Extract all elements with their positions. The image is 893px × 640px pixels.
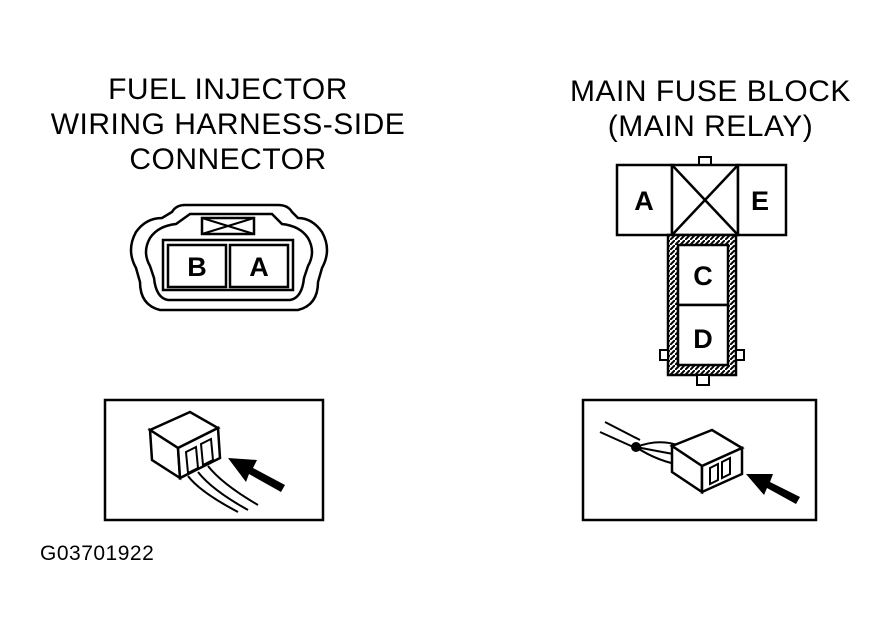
main-relay-terminals: A E C D <box>615 156 788 386</box>
terminal-block-d <box>676 303 730 367</box>
title-line: FUEL INJECTOR <box>108 73 348 106</box>
side-tab-right <box>735 349 745 361</box>
direction-arrow <box>746 474 800 504</box>
fuse-block-connector-inset <box>581 398 818 522</box>
title-line: CONNECTOR <box>129 143 327 176</box>
title-line: MAIN FUSE BLOCK <box>570 75 851 108</box>
figure-code: G03701922 <box>40 542 155 565</box>
center-cross <box>671 164 739 236</box>
injector-connector-face: B A <box>129 203 329 312</box>
bottom-key-tab <box>696 374 710 386</box>
title-line: (MAIN RELAY) <box>607 110 814 143</box>
harness-wires <box>187 465 259 513</box>
pin-label-b: B <box>187 252 207 282</box>
terminal-label-a: A <box>634 186 654 216</box>
terminal-block-c <box>676 243 730 307</box>
pin-cavity-b <box>166 243 228 289</box>
locking-tab-cross <box>201 217 255 235</box>
pin-slots <box>709 456 731 486</box>
pin-cavity-a <box>228 243 290 289</box>
injector-connector-inset <box>103 398 325 522</box>
title-line: WIRING HARNESS-SIDE <box>50 108 406 141</box>
terminal-label-d: D <box>693 324 713 354</box>
pin-label-a: A <box>249 252 269 282</box>
main-fuse-block-title: MAIN FUSE BLOCK (MAIN RELAY) <box>548 74 873 144</box>
fuel-injector-connector-title: FUEL INJECTOR WIRING HARNESS-SIDE CONNEC… <box>28 72 428 177</box>
side-tab-left <box>659 349 669 361</box>
pin-slots <box>184 437 215 475</box>
terminal-label-c: C <box>693 261 713 291</box>
direction-arrow <box>228 458 285 492</box>
terminal-label-e: E <box>751 186 769 216</box>
terminal-block-e <box>736 163 788 237</box>
